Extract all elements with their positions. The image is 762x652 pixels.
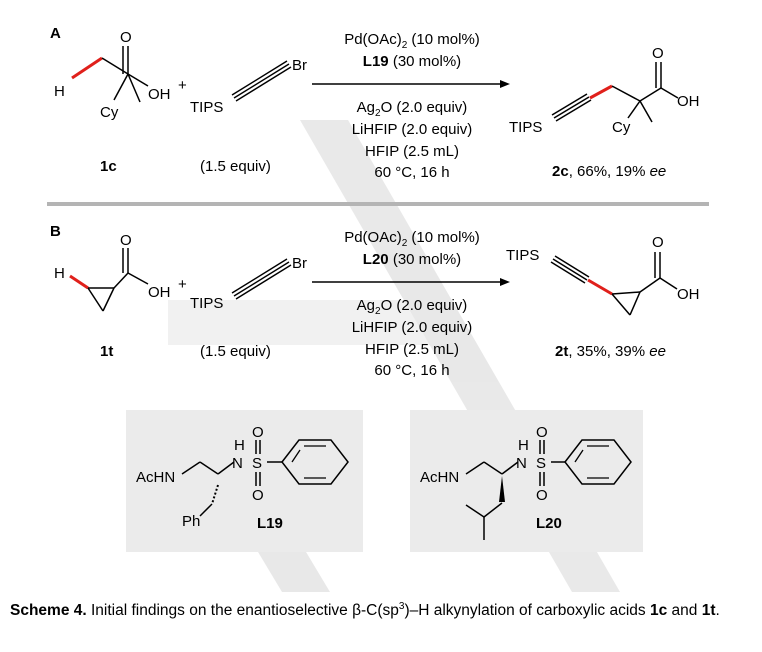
condition-ligand-a: L19 (30 mol%) [363, 53, 461, 70]
substrate-1t-label: 1t [100, 343, 113, 360]
product-2t-oh: OH [677, 286, 700, 303]
product-2c-tips: TIPS [509, 119, 542, 136]
l19-n: N [232, 455, 243, 472]
condition-ag-b: Ag2O (2.0 equiv) [357, 297, 468, 317]
product-2t-label: 2t, 35%, 39% ee [555, 343, 666, 360]
condition-temp-a: 60 °C, 16 h [374, 164, 449, 181]
condition-hfip-a: HFIP (2.5 mL) [365, 143, 459, 160]
product-2t-o: O [652, 234, 664, 251]
condition-pd-b: Pd(OAc)2 (10 mol%) [344, 229, 480, 249]
equiv-label-b: (1.5 equiv) [200, 343, 271, 360]
l20-h: H [518, 437, 529, 454]
l20-o-top: O [536, 424, 548, 441]
substrate-1t-h: H [54, 265, 65, 282]
panel-b: B H O OH + TIPS Br Pd(OAc)2 (10 mol%) L2… [50, 223, 700, 379]
l19-o-bottom: O [252, 487, 264, 504]
substrate-1t-o: O [120, 232, 132, 249]
tips-group-a: TIPS [190, 99, 223, 116]
product-2c-label: 2c, 66%, 19% ee [552, 163, 666, 180]
l19-name: L19 [257, 515, 283, 532]
product-2t-tips: TIPS [506, 247, 539, 264]
substrate-1t [69, 248, 149, 312]
substrate-1c-o: O [120, 29, 132, 46]
substrate-1c-cy: Cy [100, 104, 119, 121]
substrate-1t-oh: OH [148, 284, 171, 301]
reaction-scheme: A H Cy O OH + TIPS Br Pd(OAc)2 (10 mol%)… [47, 25, 709, 592]
panel-a-label: A [50, 25, 61, 42]
l20-o-bottom: O [536, 487, 548, 504]
l19-o-top: O [252, 424, 264, 441]
bromine-a: Br [292, 57, 307, 74]
condition-ligand-b: L20 (30 mol%) [363, 251, 461, 268]
l20-n: N [516, 455, 527, 472]
condition-ag-a: Ag2O (2.0 equiv) [357, 99, 468, 119]
substrate-1c-oh: OH [148, 86, 171, 103]
l19-s: S [252, 455, 262, 472]
condition-pd-a: Pd(OAc)2 (10 mol%) [344, 31, 480, 51]
caption-title: Scheme 4. [10, 602, 87, 620]
product-2t [550, 252, 678, 316]
condition-lihfip-b: LiHFIP (2.0 equiv) [352, 319, 473, 336]
panel-a: A H Cy O OH + TIPS Br Pd(OAc)2 (10 mol%)… [50, 25, 700, 181]
product-2c-o: O [652, 45, 664, 62]
l19-h: H [234, 437, 245, 454]
tips-group-b: TIPS [190, 295, 223, 312]
panel-b-label: B [50, 223, 61, 240]
alkynyl-bromide-a [231, 60, 292, 102]
product-2c-oh: OH [677, 93, 700, 110]
panel-divider [47, 202, 709, 206]
l19-achn: AcHN [136, 469, 175, 486]
alkynyl-bromide-b [231, 258, 292, 300]
ligand-l20-box: AcHN H N S O O L20 [410, 410, 643, 552]
product-2c-cy: Cy [612, 119, 631, 136]
equiv-label-a: (1.5 equiv) [200, 158, 271, 175]
l20-name: L20 [536, 515, 562, 532]
l20-s: S [536, 455, 546, 472]
condition-temp-b: 60 °C, 16 h [374, 362, 449, 379]
plus-sign-a: + [178, 77, 187, 94]
ligand-l19-box: AcHN H N S O O Ph L19 [126, 410, 363, 552]
substrate-1c-label: 1c [100, 158, 117, 175]
condition-hfip-b: HFIP (2.5 mL) [365, 341, 459, 358]
product-2c [551, 62, 679, 123]
condition-lihfip-a: LiHFIP (2.0 equiv) [352, 121, 473, 138]
substrate-1c-h: H [54, 83, 65, 100]
l19-ph: Ph [182, 513, 200, 530]
l20-achn: AcHN [420, 469, 459, 486]
scheme-caption: Scheme 4. Initial findings on the enanti… [10, 601, 720, 620]
substrate-1c [71, 46, 149, 103]
plus-sign-b: + [178, 276, 187, 293]
bromine-b: Br [292, 255, 307, 272]
